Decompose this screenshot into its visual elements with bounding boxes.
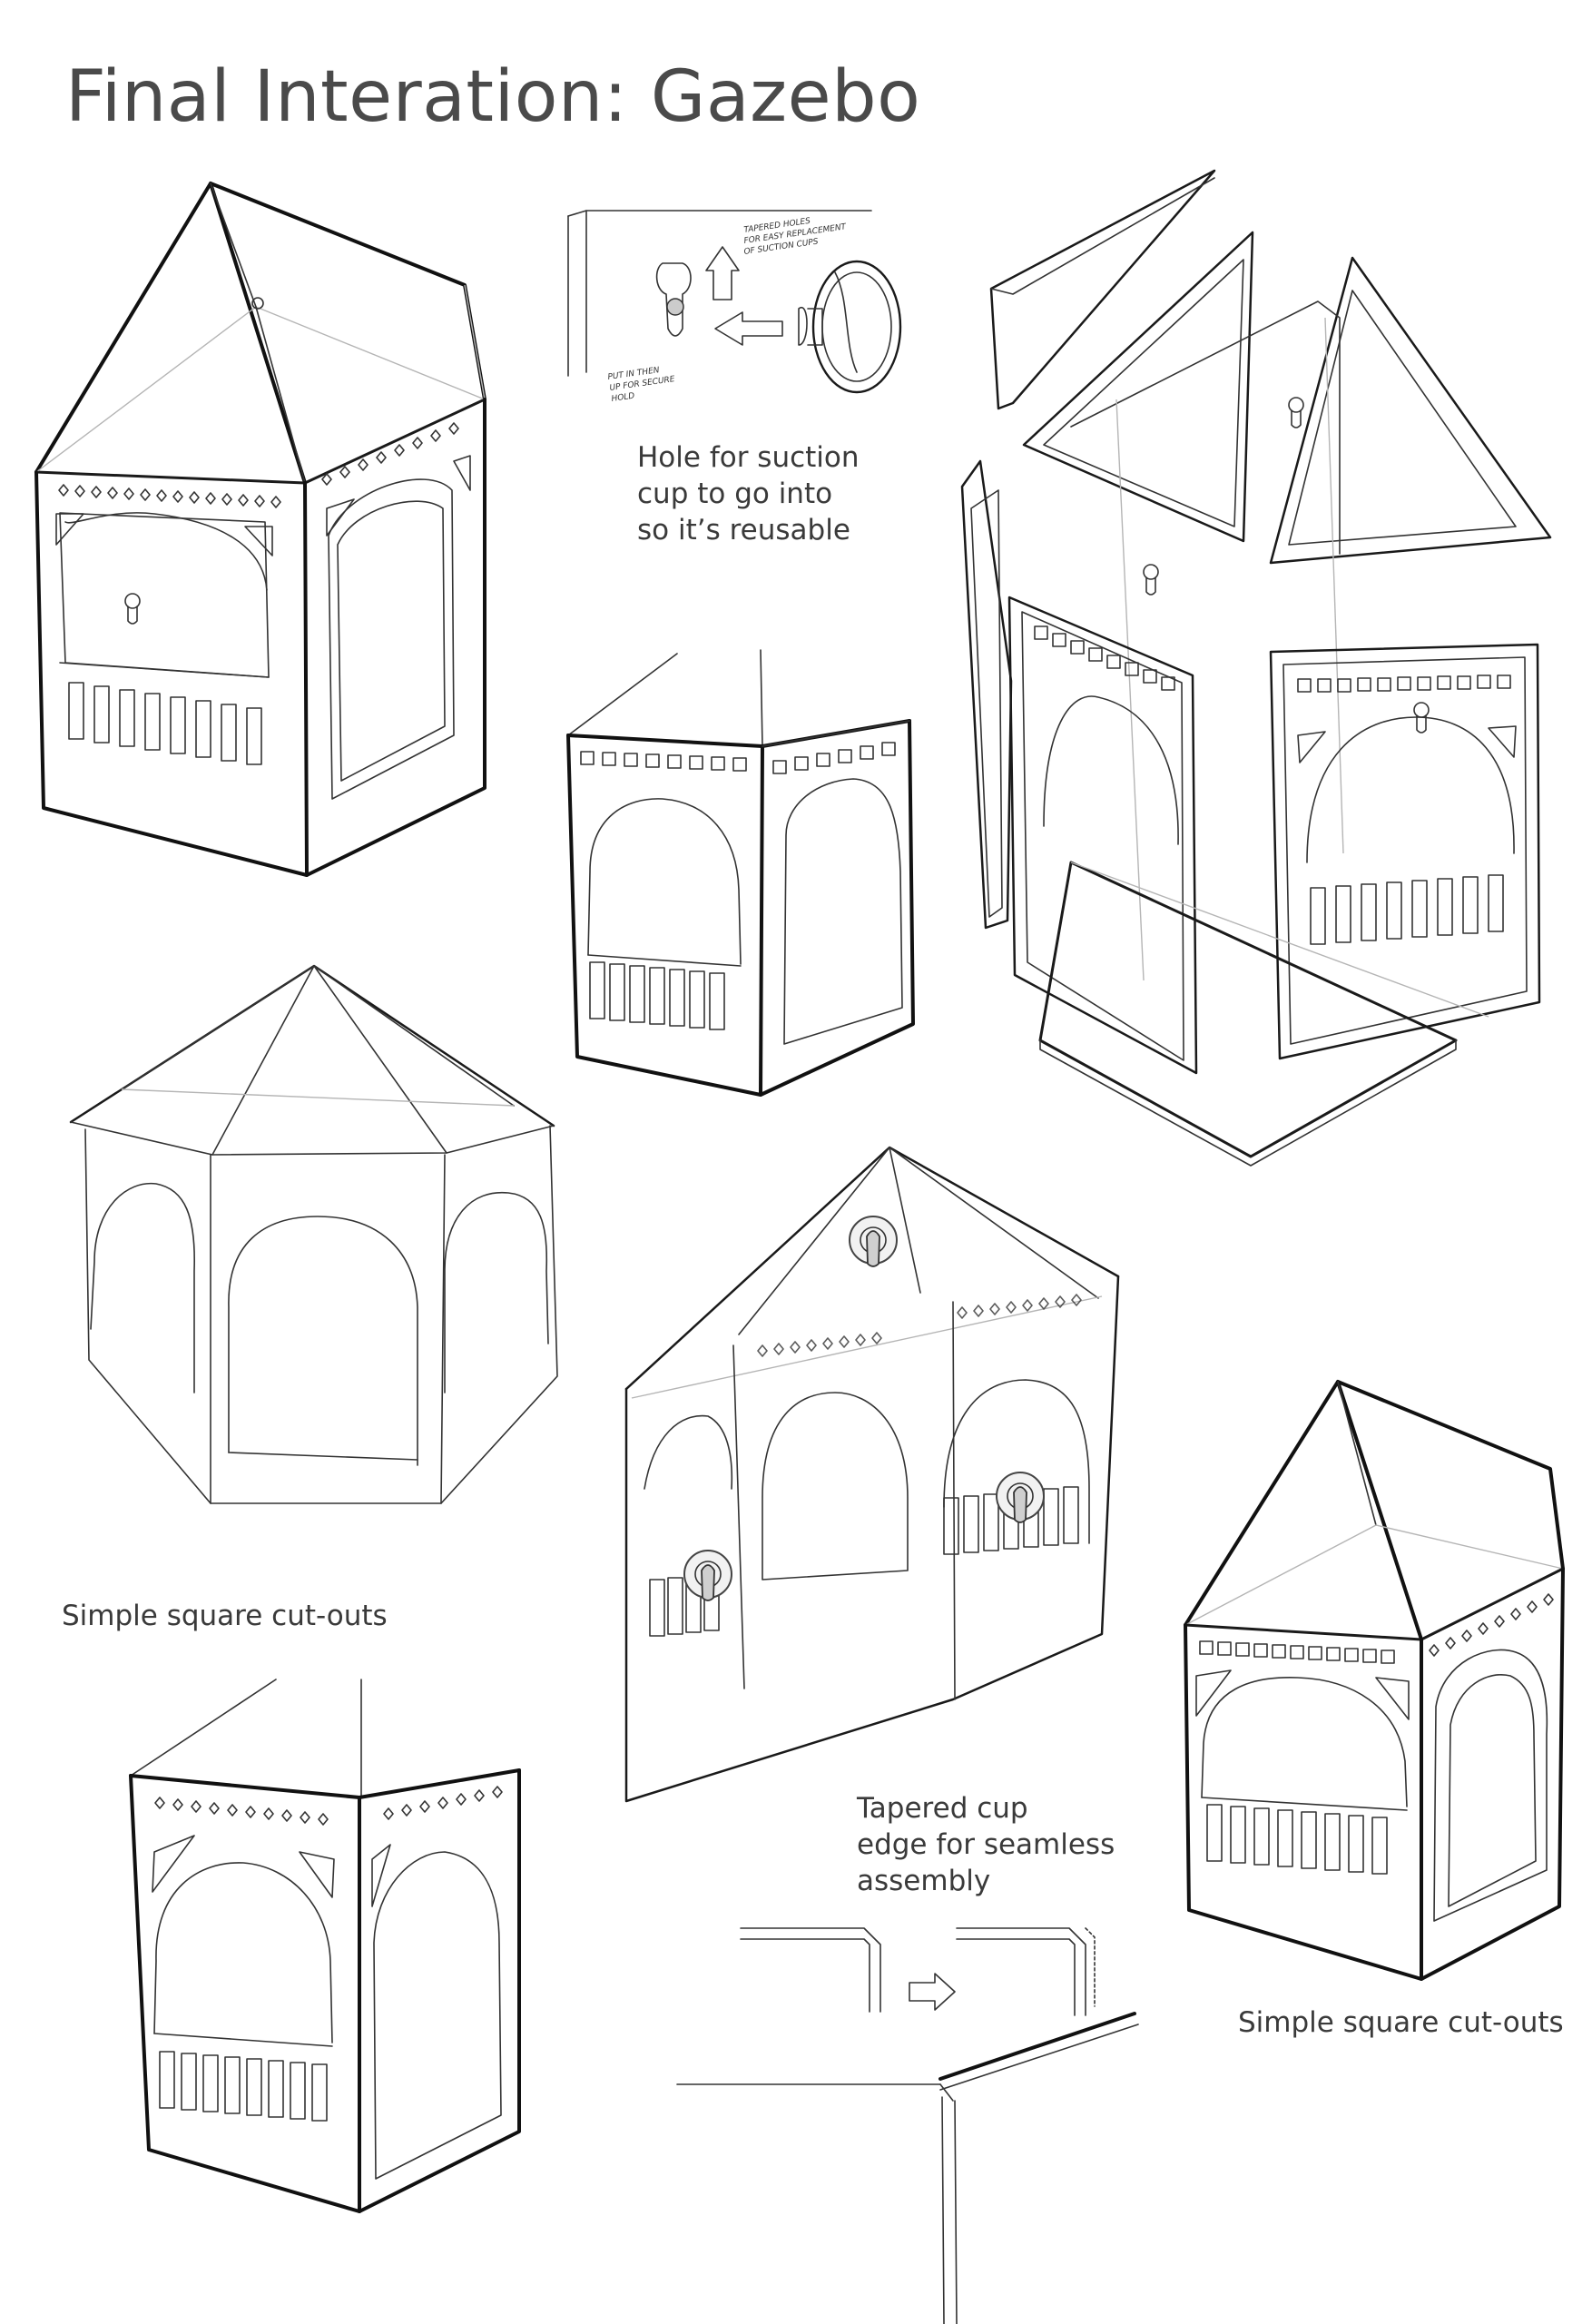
square-cutouts-note-right: Simple square cut-outs xyxy=(1238,2006,1564,2039)
suction-hole-note-line-2: cup to go into xyxy=(637,478,833,510)
put-in-label-3: HOLD xyxy=(611,391,635,404)
tapered-edge-detail xyxy=(676,1927,1139,2324)
gazebo-square-top-left xyxy=(34,182,486,877)
gazebo-square-right xyxy=(1184,1380,1565,1981)
suction-hole-note-line-1: Hole for suction xyxy=(637,441,860,474)
tapered-edge-note-line-2: edge for seamless xyxy=(857,1828,1115,1861)
hexagonal-gazebo xyxy=(69,964,558,1504)
square-cutout-gazebo-middle xyxy=(566,649,915,1097)
page-title: Final Interation: Gazebo xyxy=(65,56,921,138)
exploded-gazebo xyxy=(960,169,1552,1167)
corner-assembly-with-suction-cups xyxy=(624,1146,1120,1803)
square-cutouts-note-left: Simple square cut-outs xyxy=(62,1600,388,1632)
suction-hole-note-line-3: so it’s reusable xyxy=(637,514,850,547)
gazebo-square-bottom-left xyxy=(129,1679,521,2213)
tapered-edge-note-line-3: assembly xyxy=(857,1865,991,1897)
suction-cup-detail: TAPERED HOLES FOR EASY REPLACEMENT OF SU… xyxy=(567,210,902,404)
suction-hole-note: Hole for suction cup to go into so it’s … xyxy=(637,439,860,548)
tapered-edge-note: Tapered cup edge for seamless assembly xyxy=(857,1790,1115,1899)
tapered-edge-note-line-1: Tapered cup xyxy=(857,1792,1028,1825)
